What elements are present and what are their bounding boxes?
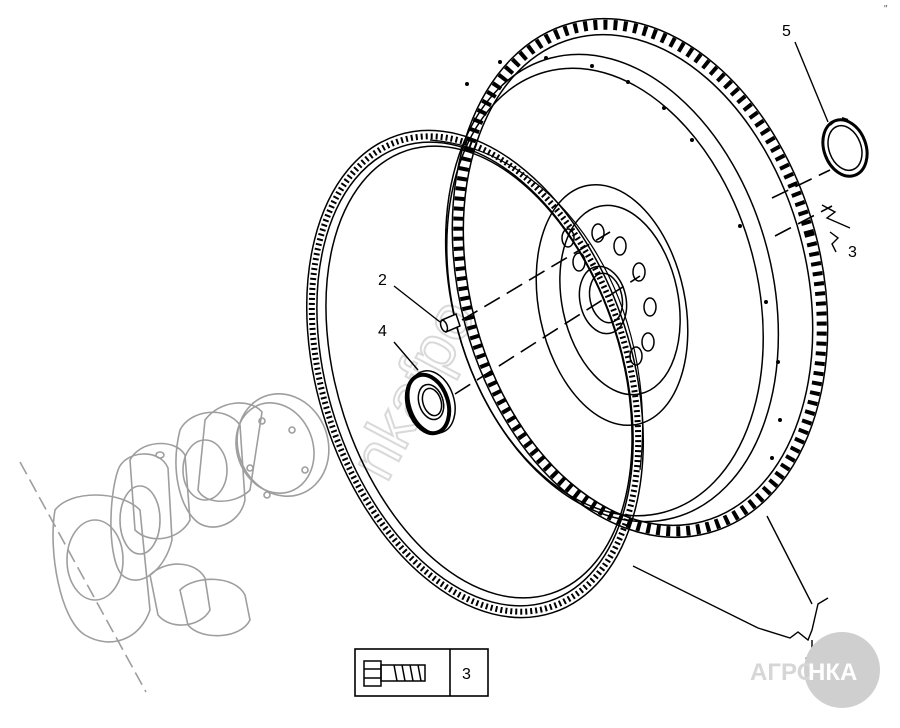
legend-number: 3 (462, 666, 471, 683)
snap-ring (821, 117, 869, 178)
bolt-icon (363, 660, 426, 687)
corner-mark: " (884, 4, 888, 15)
callout-4: 4 (378, 323, 387, 340)
logo-text-right: НКА (808, 659, 857, 686)
crankshaft-illustration (19, 392, 330, 693)
logo-text-left: АГРО (750, 659, 815, 686)
callout-leaders (393, 41, 851, 652)
logo-circle (804, 632, 880, 708)
flywheel (444, 17, 829, 539)
agronka-logo: АГРО НКА (750, 632, 880, 708)
callout-3: 3 (848, 244, 857, 261)
callout-5: 5 (782, 23, 791, 40)
dowel-pin (439, 312, 461, 334)
pilot-bearing (404, 370, 456, 436)
ring-gear (305, 129, 645, 619)
callout-2: 2 (378, 272, 387, 289)
assembly-lines (454, 169, 833, 395)
legend-box: 3 (354, 648, 489, 697)
